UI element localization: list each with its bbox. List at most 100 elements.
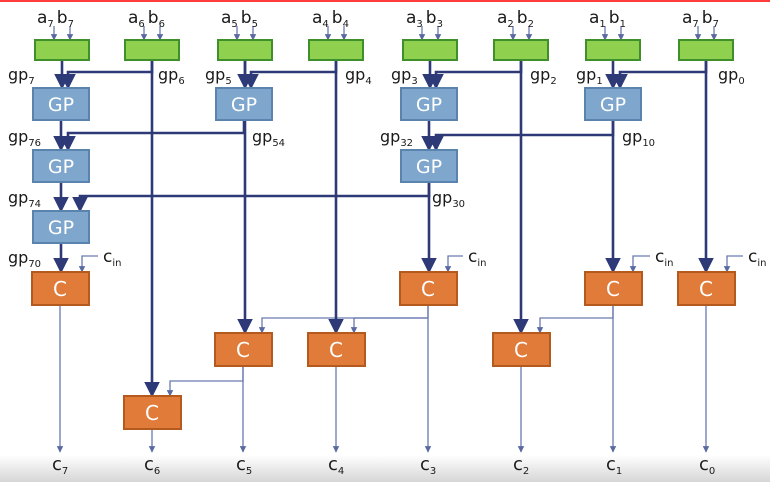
carry-c3-to-c5	[258, 305, 429, 334]
gp-block-70: GP	[32, 210, 90, 244]
gp-label-1: gp1	[576, 65, 603, 87]
cin-arrow-7	[78, 255, 98, 273]
carry-c1-to-c2	[536, 305, 614, 334]
svg-text:GP: GP	[48, 94, 74, 116]
output-label-c4: c4	[328, 454, 344, 477]
svg-text:GP: GP	[416, 156, 442, 178]
gp-label-3: gp3	[391, 65, 418, 87]
gp-block-74: GP	[32, 149, 90, 183]
gp-label-30: gp30	[432, 188, 465, 210]
gp-block-10-input: GP	[584, 87, 642, 121]
cin-label-0: cin	[748, 247, 766, 269]
output-label-c5: c5	[236, 454, 252, 477]
output-label-c6: c6	[144, 454, 160, 477]
input-block-0	[678, 39, 734, 61]
c-blocks: C C C C C C C C	[31, 271, 736, 430]
c-block-5: C	[214, 332, 273, 367]
gp-block-30: GP	[400, 149, 458, 183]
gp-block-76-input: GP	[32, 87, 90, 121]
wire-gp0-to-gp10	[612, 60, 708, 90]
gp-label-54: gp54	[252, 127, 285, 149]
wire-gp30-to-gp70	[72, 182, 431, 213]
output-labels: c7 c6 c5 c4 c3 c2 c1 c0	[52, 454, 715, 477]
output-label-c7: c7	[52, 454, 68, 477]
carry-c3-to-c4	[350, 317, 428, 334]
svg-text:C: C	[514, 338, 528, 362]
wire-gp10-to-gp30	[428, 120, 615, 152]
output-label-c3: c3	[420, 454, 436, 477]
c-block-1: C	[584, 271, 643, 306]
svg-text:C: C	[236, 338, 250, 362]
gp-label-4: gp4	[345, 65, 372, 87]
gp-label-76: gp76	[8, 127, 41, 149]
cin-arrow-1	[629, 255, 650, 273]
gp-label-70: gp70	[8, 248, 41, 270]
gp-label-74: gp74	[8, 188, 41, 210]
c-block-6: C	[123, 395, 182, 430]
svg-text:C: C	[606, 277, 620, 301]
output-label-c0: c0	[699, 454, 715, 477]
wire-gp54-to-gp74	[60, 120, 246, 152]
input-block-1	[585, 39, 641, 61]
svg-text:C: C	[699, 277, 713, 301]
c-block-7: C	[31, 271, 90, 306]
svg-text:GP: GP	[600, 94, 626, 116]
c-block-3: C	[399, 271, 458, 306]
gp-label-6: gp6	[158, 65, 185, 87]
carry-c5-to-c6	[166, 366, 244, 397]
bottom-shading	[0, 455, 770, 482]
c-block-2: C	[492, 332, 551, 367]
output-label-c2: c2	[513, 454, 529, 477]
input-block-5	[217, 39, 273, 61]
c-block-0: C	[677, 271, 736, 306]
gp-block-54-input: GP	[215, 87, 273, 121]
cin-label-7: cin	[103, 247, 121, 269]
gp-block-32-input: GP	[400, 87, 458, 121]
c-block-4: C	[307, 332, 366, 367]
input-block-2	[493, 39, 549, 61]
gp-label-5: gp5	[205, 65, 232, 87]
input-block-4	[308, 39, 364, 61]
cin-arrow-0	[723, 255, 743, 273]
gp-label-7: gp7	[8, 65, 35, 87]
input-blocks	[34, 39, 734, 61]
gp-blocks: GP GP GP GP GP GP GP	[32, 87, 642, 244]
gp-label-32: gp32	[380, 127, 413, 149]
thick-wires	[53, 60, 714, 398]
top-red-rule	[0, 0, 770, 2]
wire-gp4-to-gp54	[243, 60, 338, 90]
gp-label-0: gp0	[718, 65, 745, 87]
svg-text:C: C	[53, 277, 67, 301]
input-block-3	[402, 39, 458, 61]
cin-label-1: cin	[655, 247, 673, 269]
svg-text:GP: GP	[48, 217, 74, 239]
svg-text:GP: GP	[231, 94, 257, 116]
gp-label-2: gp2	[530, 65, 557, 87]
svg-text:GP: GP	[48, 156, 74, 178]
input-block-7	[34, 39, 90, 61]
svg-text:C: C	[329, 338, 343, 362]
svg-text:C: C	[145, 401, 159, 425]
output-label-c1: c1	[606, 454, 622, 477]
thin-wires	[50, 26, 743, 453]
wire-gp2-to-gp32	[428, 60, 523, 90]
svg-text:GP: GP	[416, 94, 442, 116]
cin-label-3: cin	[468, 247, 486, 269]
cin-arrow-3	[444, 255, 463, 273]
wire-gp6-to-gp76	[60, 60, 154, 90]
svg-text:C: C	[421, 277, 435, 301]
input-block-6	[124, 39, 180, 61]
cin-labels: cin cin cin cin	[103, 247, 766, 269]
gp-label-10: gp10	[622, 127, 655, 149]
gp-labels: gp7 gp6 gp5 gp4 gp3 gp2 gp1 gp0 gp76 gp5…	[8, 65, 745, 270]
